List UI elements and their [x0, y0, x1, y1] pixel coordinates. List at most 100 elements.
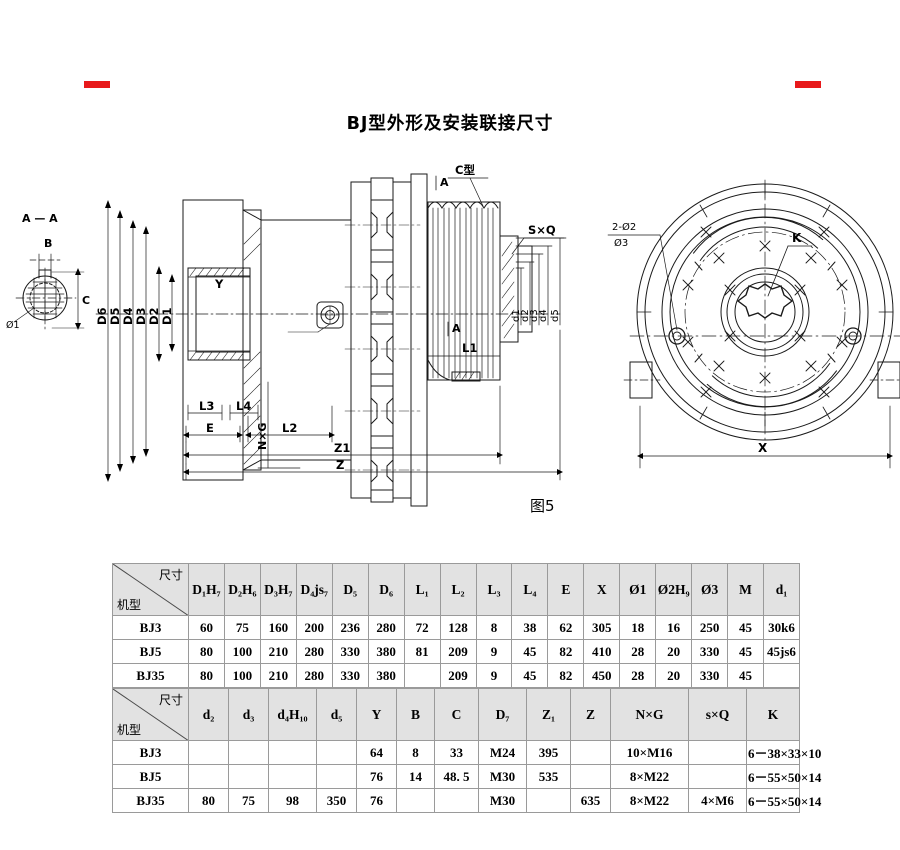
table-2-row-model: BJ3	[112, 740, 189, 765]
disc-spool-profiles	[370, 199, 394, 491]
section-aa-view: A — A B	[6, 212, 90, 331]
dim-z-label: Z	[336, 458, 344, 472]
table-row: BJ3 60 75 160 200 236 280 72 128 8 38 62…	[112, 615, 800, 640]
table-2-cell	[268, 740, 317, 765]
table-2-cell: 6－55×50×14	[746, 788, 821, 813]
table-1-header-cell: X	[583, 563, 621, 616]
table-1-cell: 450	[583, 663, 621, 688]
table-1-cell: 280	[295, 663, 333, 688]
table-2-row-model: BJ35	[112, 788, 189, 813]
table-2-header-cell: D₇	[478, 688, 527, 741]
table-1-header-cell: L₃	[475, 563, 513, 616]
table-2-header-cell: C	[434, 688, 479, 741]
table-1-cell: 330	[331, 639, 369, 664]
table-2-cell: 33	[434, 740, 479, 765]
table-2-cell: 6－38×33×10	[746, 740, 821, 765]
table-1-cell: 100	[223, 639, 261, 664]
dimension-ladder-small-d	[515, 237, 565, 326]
table-1-cell: 9	[475, 639, 513, 664]
table-1-header-cell: D₁H₇	[188, 563, 225, 616]
dimension-tables: 尺寸 机型 D₁H₇ D₂H₆ D₃H₇ D₄js₇ D₅ D₆ L₁ L₂ L…	[112, 563, 821, 813]
dim-small-d1-label: d1	[511, 309, 522, 322]
table-1-header-cell: Ø3	[691, 563, 729, 616]
table-1-cell: 72	[403, 615, 441, 640]
table-1-cell: 18	[619, 615, 657, 640]
table-2-cell: 80	[188, 788, 229, 813]
table-2-header-cell: d₅	[316, 688, 357, 741]
bottom-dimension-chain	[183, 329, 563, 481]
table-2-cell: M30	[478, 764, 527, 789]
table-1-cell: 330	[691, 663, 729, 688]
dim-d2-label: D2	[147, 307, 161, 325]
table-2-cell: 350	[316, 788, 357, 813]
table-1-cell: 8	[475, 615, 513, 640]
hole-callout-top-label: 2-Ø2	[612, 221, 636, 233]
table-2-cell	[188, 764, 229, 789]
table-2-header-cell: d₂	[188, 688, 229, 741]
table-1-cell: 380	[367, 663, 405, 688]
flange-hatching	[243, 227, 261, 465]
table-1-cell: 62	[547, 615, 585, 640]
table-1-cell: 30k6	[763, 615, 800, 640]
table-1-cell: 80	[188, 639, 225, 664]
table-2-header-cell: K	[746, 688, 800, 741]
arc-slot-lower	[706, 370, 838, 408]
dim-d3-label: D3	[134, 307, 148, 325]
table-2-header-cell: Z	[570, 688, 611, 741]
spline-k-label: K	[792, 231, 802, 245]
bore-diameter-label: Ø1	[6, 320, 20, 331]
dim-d5-label: D5	[108, 307, 122, 325]
table-2-cell	[268, 764, 317, 789]
table-2-cell	[396, 788, 435, 813]
table-2-cell: 10×M16	[610, 740, 689, 765]
table-1-cell: 100	[223, 663, 261, 688]
table-2-header-row: 尺寸 机型 d₂ d₃ d₄H₁₀ d₅ Y B C D₇ Z₁ Z N×G s…	[112, 688, 800, 741]
table-1-cell: 128	[439, 615, 477, 640]
table-1-cell: 236	[331, 615, 369, 640]
hole-callout-bottom-label: Ø3	[614, 237, 628, 249]
finned-cylinder	[427, 201, 501, 381]
crop-mark-right-icon	[795, 81, 821, 88]
table-1-cell: 305	[583, 615, 621, 640]
brake-disc-pack	[344, 173, 428, 507]
table-2-corner-model: 机型	[117, 723, 142, 737]
table-1-cell: 82	[547, 639, 585, 664]
table-2-cell: 76	[356, 788, 397, 813]
table-2-cell	[316, 740, 357, 765]
table-2-cell: 48. 5	[434, 764, 479, 789]
table-1-cell: 45	[511, 663, 549, 688]
table-1-cell: 75	[223, 615, 261, 640]
dim-small-d5-label: d5	[550, 309, 561, 322]
table-1-row-model: BJ35	[112, 663, 189, 688]
table-2-header-cell: Z₁	[526, 688, 571, 741]
table-2-cell	[570, 764, 611, 789]
page-title: BJ型外形及安装联接尺寸	[346, 114, 554, 134]
table-1-cell: 45	[727, 615, 764, 640]
table-row: BJ5 76 14 48. 5 M30 535 8×M22 6－55×50×14	[112, 764, 821, 789]
flange-wall	[242, 209, 262, 471]
corner-diagonal-icon	[113, 689, 188, 741]
dim-small-d3-label: d3	[529, 309, 540, 322]
table-1-cell: 280	[295, 639, 333, 664]
table-2-cell	[570, 740, 611, 765]
cooling-fins	[432, 207, 494, 379]
table-1-cell: 45js6	[763, 639, 800, 664]
figure-caption: 图5	[530, 497, 555, 515]
dim-e-label: E	[206, 421, 214, 435]
dim-d4-label: D4	[121, 307, 135, 325]
table-1-header-cell: D₄js₇	[295, 563, 333, 616]
table-2-cell: 75	[228, 788, 269, 813]
table-1-cell: 38	[511, 615, 549, 640]
table-1-corner-dimension: 尺寸	[158, 568, 183, 582]
table-2-cell	[228, 764, 269, 789]
table-2-header-cell: d₃	[228, 688, 269, 741]
crop-mark-left-icon	[84, 81, 110, 88]
table-1-row-model: BJ3	[112, 615, 189, 640]
table-row: BJ35 80 100 210 280 330 380 209 9 45 82 …	[112, 663, 800, 688]
table-2-cell	[688, 764, 747, 789]
table-1-cell: 210	[259, 639, 297, 664]
dim-small-d4-label: d4	[538, 309, 549, 322]
table-1-cell: 209	[439, 663, 477, 688]
section-a-upper-label: A	[440, 176, 449, 189]
base-seal	[427, 359, 501, 382]
